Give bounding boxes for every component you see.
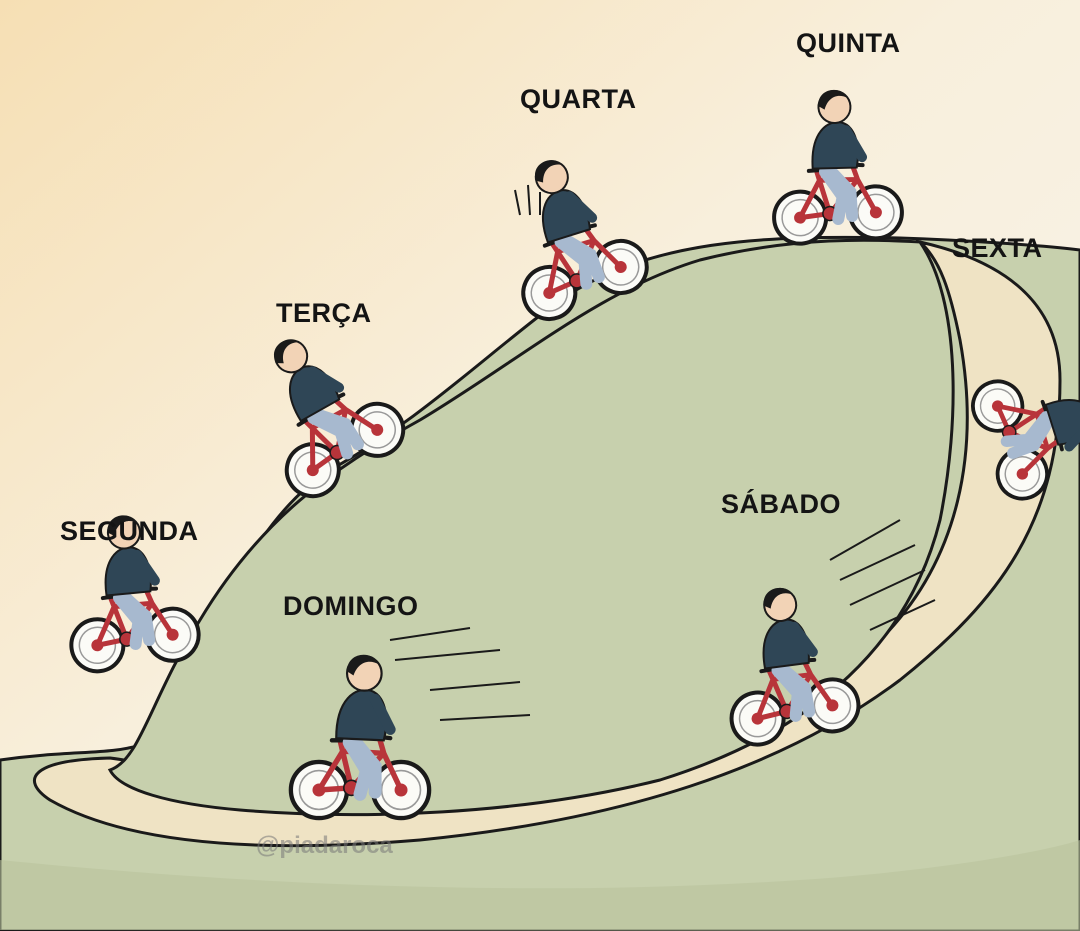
label-quarta: QUARTA bbox=[520, 84, 637, 114]
label-quinta: QUINTA bbox=[796, 28, 901, 58]
label-sabado: SÁBADO bbox=[721, 489, 842, 519]
speed-lines bbox=[389, 184, 936, 721]
label-segunda: SEGUNDA bbox=[60, 516, 199, 546]
foreground-grass bbox=[0, 840, 1080, 931]
label-domingo: DOMINGO bbox=[283, 591, 419, 621]
inner-hill bbox=[107, 238, 955, 817]
label-terca: TERÇA bbox=[276, 298, 372, 328]
label-sexta: SEXTA bbox=[952, 233, 1043, 263]
watermark: @piadaroca bbox=[256, 832, 393, 859]
